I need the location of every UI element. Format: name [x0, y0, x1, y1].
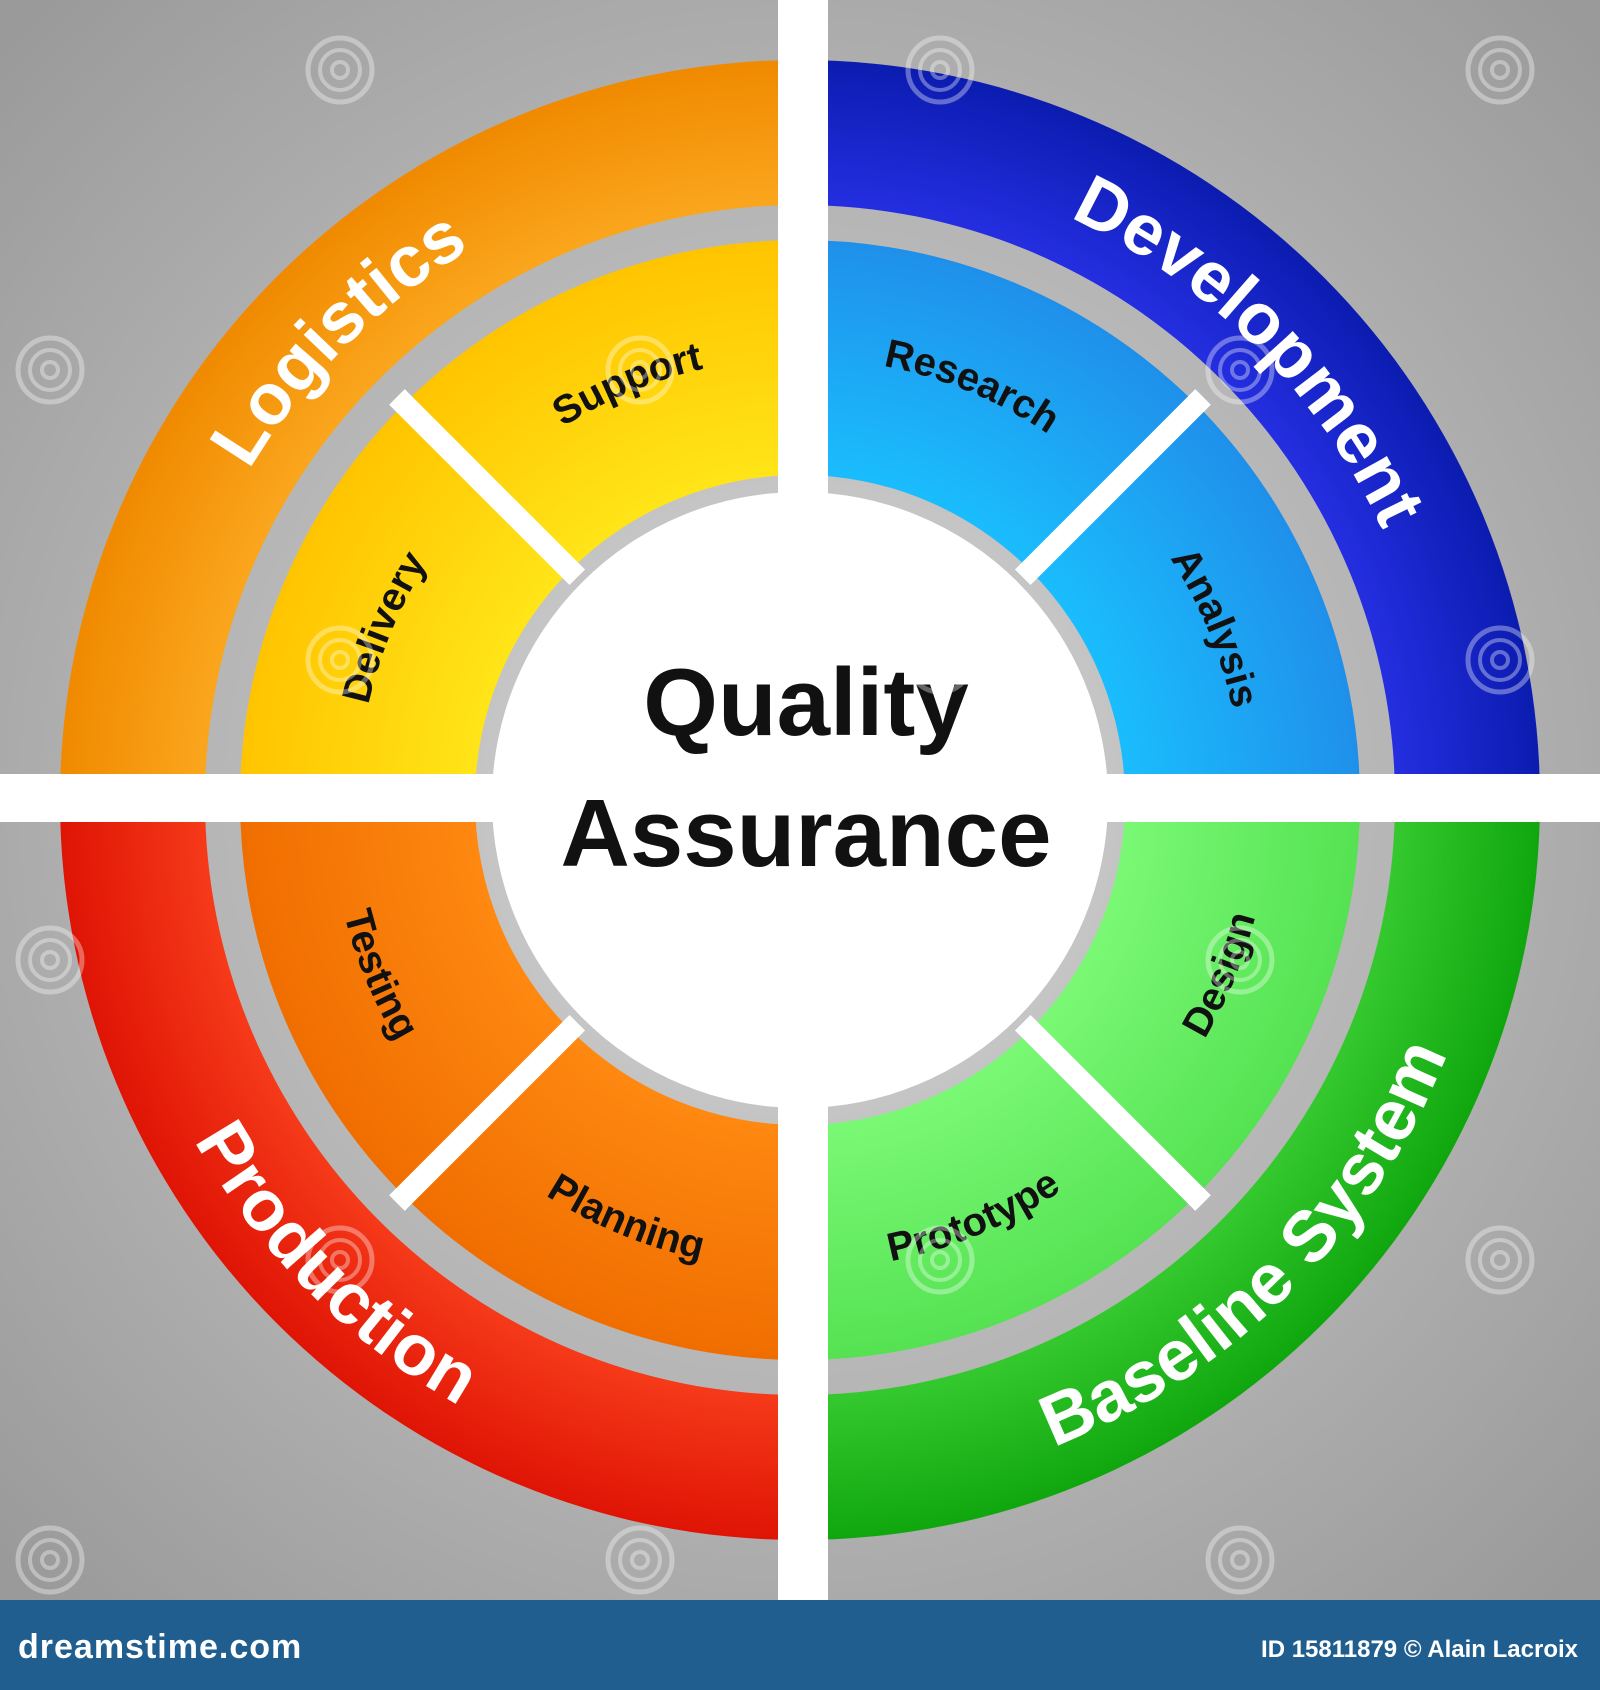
outer-segment-logistics	[60, 60, 800, 800]
watermark-layer	[15, 35, 1535, 1595]
outer-segment-production	[60, 800, 800, 1540]
watermark-spiral-icon	[15, 1525, 85, 1595]
center-circle	[492, 492, 1108, 1108]
outer-segment-development	[800, 60, 1540, 800]
watermark-spiral-icon	[905, 625, 975, 695]
watermark-spiral-icon	[305, 625, 375, 695]
watermark-spiral-icon	[1465, 1225, 1535, 1295]
watermark-spiral-icon	[1465, 625, 1535, 695]
watermark-spiral-icon	[305, 35, 375, 105]
center-title-line2: Assurance	[561, 780, 1052, 887]
watermark-spiral-icon	[905, 35, 975, 105]
diagonal-divider	[1014, 389, 1211, 586]
outer-segment-baseline-system	[800, 800, 1540, 1540]
diagonal-divider	[389, 1014, 586, 1211]
diagonal-divider	[1014, 1014, 1211, 1211]
footer-image-id: ID 15811879 © Alain Lacroix	[1261, 1636, 1578, 1663]
footer-bar	[0, 1600, 1600, 1690]
diagonal-divider	[389, 389, 586, 586]
center-title-line1: Quality	[643, 649, 968, 756]
outer-ring	[60, 60, 1540, 1540]
watermark-spiral-icon	[1205, 925, 1275, 995]
watermark-spiral-icon	[605, 925, 675, 995]
watermark-spiral-icon	[305, 1225, 375, 1295]
watermark-spiral-icon	[1205, 335, 1275, 405]
watermark-spiral-icon	[605, 335, 675, 405]
watermark-spiral-icon	[605, 1525, 675, 1595]
watermark-spiral-icon	[1205, 1525, 1275, 1595]
watermark-spiral-icon	[905, 1225, 975, 1295]
watermark-spiral-icon	[15, 925, 85, 995]
watermark-spiral-icon	[1465, 35, 1535, 105]
watermark-spiral-icon	[15, 335, 85, 405]
footer-site-name[interactable]: dreamstime.com	[18, 1628, 303, 1666]
